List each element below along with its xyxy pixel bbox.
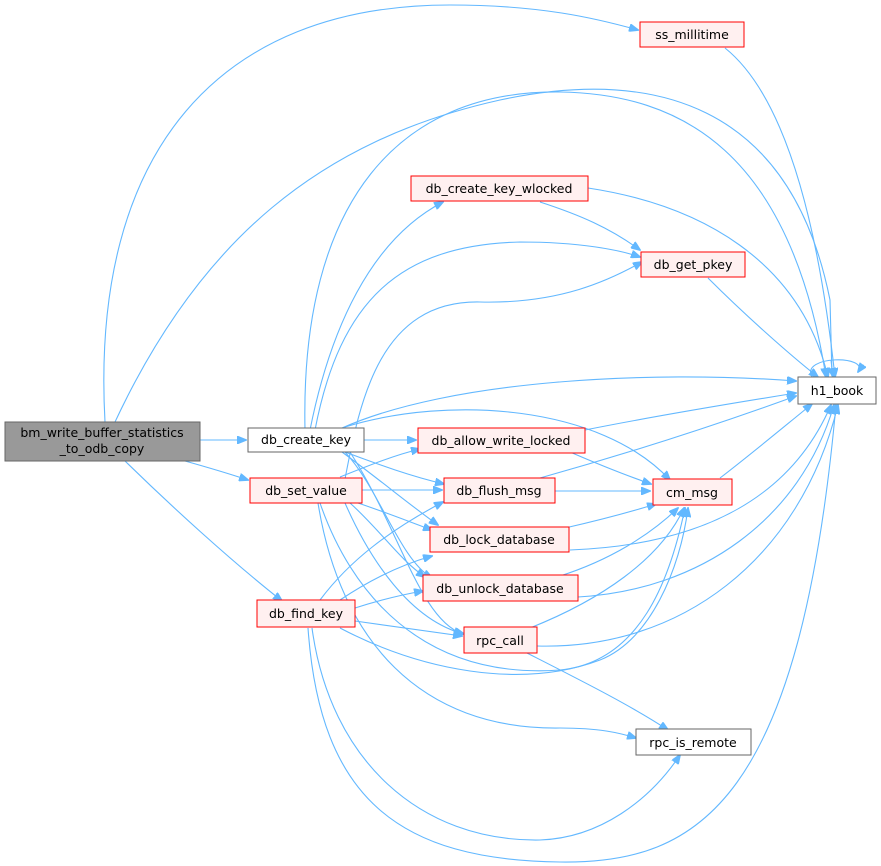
node-label: db_flush_msg [456, 483, 541, 498]
node-root-line2: _to_odb_copy [59, 441, 145, 456]
edge [319, 502, 685, 672]
edge [354, 501, 432, 530]
node-label: db_allow_write_locked [432, 433, 571, 448]
node-rpc-call[interactable]: rpc_call [463, 626, 538, 654]
edge [349, 502, 425, 577]
node-label: cm_msg [666, 485, 718, 500]
edge [810, 359, 860, 378]
edge [584, 393, 796, 431]
edge [529, 508, 684, 629]
edge [341, 377, 796, 429]
edge [311, 627, 680, 841]
edge [344, 409, 670, 480]
edge [536, 405, 838, 647]
node-h1-book[interactable]: h1_book [797, 376, 877, 405]
node-cm-msg[interactable]: cm_msg [652, 478, 733, 506]
node-layer: bm_write_buffer_statistics _to_odb_copy … [4, 21, 877, 756]
edge [719, 404, 812, 479]
node-db-set-value[interactable]: db_set_value [249, 477, 363, 504]
edge [317, 502, 636, 738]
node-label: db_get_pkey [654, 257, 733, 272]
edge [304, 91, 826, 431]
edge [309, 202, 443, 431]
edge [559, 508, 678, 577]
edge [184, 460, 248, 480]
node-db-allow-write-locked[interactable]: db_allow_write_locked [417, 427, 586, 454]
edge [564, 504, 656, 529]
edge [341, 451, 438, 525]
node-rpc-is-remote[interactable]: rpc_is_remote [635, 728, 752, 756]
edge [339, 556, 432, 601]
edge [539, 201, 640, 250]
node-ss-millitime[interactable]: ss_millitime [639, 21, 745, 48]
edge [344, 502, 464, 634]
node-label: rpc_is_remote [649, 735, 737, 750]
node-db-find-key[interactable]: db_find_key [256, 599, 356, 628]
node-db-create-key-wlocked[interactable]: db_create_key_wlocked [410, 175, 589, 202]
node-db-flush-msg[interactable]: db_flush_msg [443, 477, 556, 504]
edge [569, 451, 651, 484]
edge [354, 591, 423, 609]
edge [344, 451, 444, 484]
edge [349, 451, 463, 634]
edge [354, 620, 462, 636]
edge [114, 88, 833, 423]
node-db-get-pkey[interactable]: db_get_pkey [640, 251, 746, 278]
node-label: db_lock_database [443, 532, 555, 547]
edge [103, 4, 638, 423]
node-label: rpc_call [476, 633, 524, 648]
edge [539, 396, 796, 479]
edge [314, 241, 640, 431]
node-label: ss_millitime [655, 27, 729, 42]
edge [124, 460, 282, 601]
edge [339, 449, 420, 478]
node-db-unlock-database[interactable]: db_unlock_database [422, 574, 579, 602]
node-root-line1: bm_write_buffer_statistics [20, 425, 183, 440]
node-label: db_find_key [269, 606, 344, 621]
node-label: db_create_key_wlocked [426, 181, 573, 196]
edge [707, 277, 818, 377]
node-label: db_create_key [261, 432, 352, 447]
edge [587, 187, 828, 377]
edge [344, 262, 642, 480]
edge [724, 47, 835, 377]
edge [524, 651, 668, 730]
node-db-create-key[interactable]: db_create_key [247, 427, 365, 453]
node-label: db_set_value [265, 483, 347, 498]
node-db-lock-database[interactable]: db_lock_database [429, 526, 570, 553]
edge [569, 405, 831, 551]
node-label: db_unlock_database [436, 581, 564, 596]
edge [339, 508, 688, 675]
edge [319, 502, 443, 601]
edge [307, 405, 836, 863]
edge-layer [103, 4, 860, 863]
node-label: h1_book [811, 383, 864, 398]
edge [577, 405, 834, 598]
node-root[interactable]: bm_write_buffer_statistics _to_odb_copy [4, 421, 201, 462]
